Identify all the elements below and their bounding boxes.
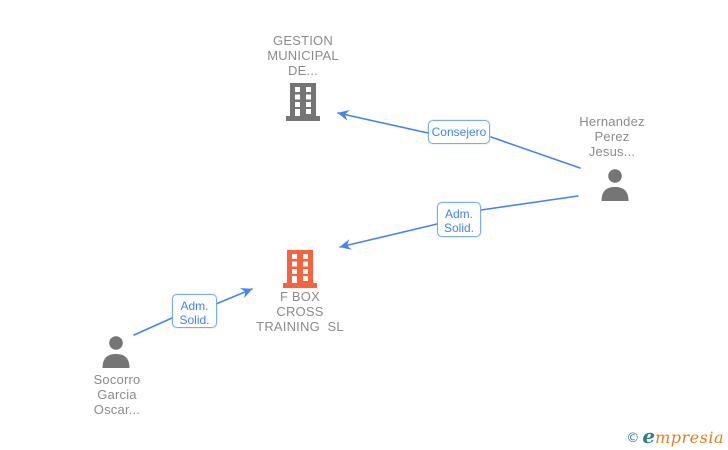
edge-label-adm-solid: Adm. Solid. <box>437 202 481 237</box>
brand-first-letter: e <box>642 424 656 448</box>
building-icon-highlighted[interactable] <box>283 250 317 288</box>
node-label-gestion-municipal[interactable]: GESTION MUNICIPAL DE... <box>267 33 339 78</box>
edge-label-adm-solid: Adm. Solid. <box>172 294 217 328</box>
empresia-logo[interactable]: ©empresia <box>626 424 724 448</box>
copyright-icon: © <box>626 431 640 446</box>
edge-socorro-to-fbox <box>215 288 253 305</box>
person-icon[interactable] <box>100 336 132 368</box>
edge-hernandez-to-fbox <box>339 223 438 250</box>
node-label-hernandez-perez[interactable]: Hernandez Perez Jesus... <box>579 114 645 159</box>
person-icon[interactable] <box>599 169 631 201</box>
edge-hernandez-to-gestion-start <box>490 136 581 169</box>
edge-socorro-to-fbox-start <box>133 317 173 336</box>
edge-hernandez-to-fbox-start <box>480 195 579 211</box>
building-icon[interactable] <box>286 83 320 121</box>
brand-rest: mpresia <box>655 428 724 447</box>
edge-label-consejero: Consejero <box>428 120 490 144</box>
node-label-f-box-cross-training[interactable]: F BOX CROSS TRAINING SL <box>256 289 344 334</box>
node-label-socorro-garcia[interactable]: Socorro Garcia Oscar... <box>93 372 141 417</box>
edge-hernandez-to-gestion <box>337 110 429 134</box>
